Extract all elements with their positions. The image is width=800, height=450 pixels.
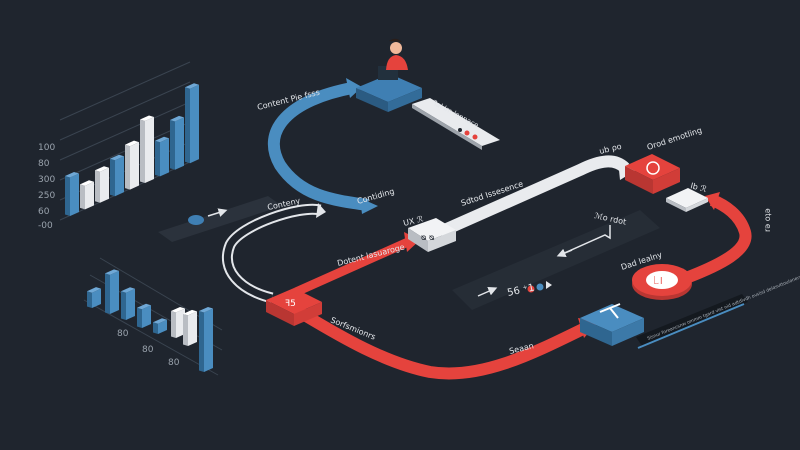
tool-icon [599, 303, 621, 319]
left-chart-bar [145, 116, 154, 183]
left-chart-bar [140, 119, 145, 183]
red-right-arrow [683, 194, 752, 284]
bottom-chart-tick: 80 [117, 329, 129, 339]
left-chart-bar [95, 166, 109, 172]
bottom-chart-bar [199, 311, 204, 372]
left-chart-bar [175, 117, 184, 170]
left-chart-bar [130, 142, 139, 190]
left-chart-bar [185, 87, 190, 164]
continue-label: Contiding [356, 187, 395, 206]
red-bottom-arrow [292, 304, 588, 380]
info-panel [636, 294, 748, 349]
blue-cube-node[interactable] [580, 303, 644, 346]
left-chart-tick: -00 [38, 221, 53, 231]
user-station-node[interactable] [356, 38, 422, 112]
bottom-chart-bar [105, 273, 110, 314]
left-chart-bar [185, 83, 199, 89]
bottom-chart-bar [105, 269, 119, 275]
bottom-chart-bar [87, 287, 101, 293]
bottom-chart-bar [142, 305, 151, 328]
bottom-chart-bar [126, 288, 135, 320]
bottom-chart-bar [87, 291, 92, 308]
bottom-chart-bar [188, 311, 197, 346]
lb-label: Ib ℛ [690, 181, 709, 194]
left-chart-bar [85, 181, 94, 210]
left-chart-bar [65, 172, 79, 178]
bottom-chart-bar [121, 291, 126, 320]
vertical-right-label: rǝ oʇǝ [763, 208, 772, 232]
left-chart-bar [125, 144, 130, 190]
left-chart-bar [140, 115, 154, 121]
left-chart-bar [155, 136, 169, 143]
bottom-chart-bar [183, 313, 188, 346]
bottom-chart-bar [137, 303, 151, 310]
left-chart-bar [70, 173, 79, 216]
bottom-chart-tick: 80 [142, 345, 154, 355]
person-icon [390, 42, 402, 54]
left-chart-bar [110, 158, 115, 197]
left-chart-tick: 100 [38, 143, 55, 153]
left-bar-chart: 100 80 300 250 60 -00 [38, 61, 199, 231]
content-language-label: Dotent lasuaroge [336, 242, 405, 267]
red-node-glyph: ꟻ5 [285, 299, 296, 309]
left-chart-tick: 80 [38, 159, 50, 169]
left-slider-panel [158, 196, 282, 242]
left-chart-bar [155, 140, 160, 177]
bottom-chart-bars [87, 269, 213, 372]
cloud-running-label: Orod emotling [646, 126, 703, 152]
ub-label: ub ρo [598, 142, 622, 156]
blue-flow-arrow [267, 82, 369, 211]
bottom-chart-bar [121, 287, 135, 293]
left-chart-bar [100, 167, 109, 203]
left-chart-tick: 60 [38, 207, 50, 217]
red-cube-node[interactable] [625, 154, 680, 194]
bottom-chart-bar [171, 306, 185, 313]
left-chart-bar [170, 115, 184, 122]
left-chart-bar [65, 176, 70, 216]
white-tile-node[interactable] [666, 188, 708, 212]
left-chart-bar [80, 180, 94, 186]
bottom-chart-tick: 80 [168, 358, 180, 368]
red-circle-node[interactable]: ꒒l [632, 264, 692, 300]
bottom-chart-bar [153, 318, 167, 324]
left-chart-bar [125, 140, 139, 147]
red-up-arrow [294, 237, 410, 297]
left-chart-bar [170, 119, 175, 170]
left-chart-bars [65, 83, 199, 216]
left-chart-bar [115, 156, 124, 197]
left-chart-bar [110, 154, 124, 161]
bottom-chart-bar [110, 270, 119, 314]
bottom-chart-bar [204, 308, 213, 372]
bottom-chart-bar [92, 288, 101, 308]
bottom-chart-bar [137, 307, 142, 328]
bottom-bar-chart: 80 80 80 [83, 257, 223, 376]
red-left-node[interactable]: ꟻ5 [266, 288, 322, 326]
left-chart-bar [190, 84, 199, 164]
white-center-node[interactable]: ᴓ ᴓ [408, 218, 456, 252]
left-chart-bar [80, 184, 85, 210]
left-chart-bar [95, 170, 100, 203]
red-circle-glyph: ꒒l [653, 275, 663, 287]
bottom-chart-bar [171, 311, 176, 338]
bottom-chart-bar [176, 308, 185, 338]
status-bar-panel [412, 98, 500, 150]
left-chart-bar [160, 138, 169, 177]
bottom-chart-bar [199, 306, 213, 313]
bottom-chart-bar [153, 322, 158, 334]
left-chart-tick: 300 [38, 175, 55, 185]
bottom-chart-bar [158, 319, 167, 334]
center-dark-panel [452, 210, 660, 310]
bottom-chart-bar [183, 309, 197, 316]
white-node-label: ᴓ ᴓ [421, 233, 435, 242]
left-chart-tick: 250 [38, 191, 55, 201]
